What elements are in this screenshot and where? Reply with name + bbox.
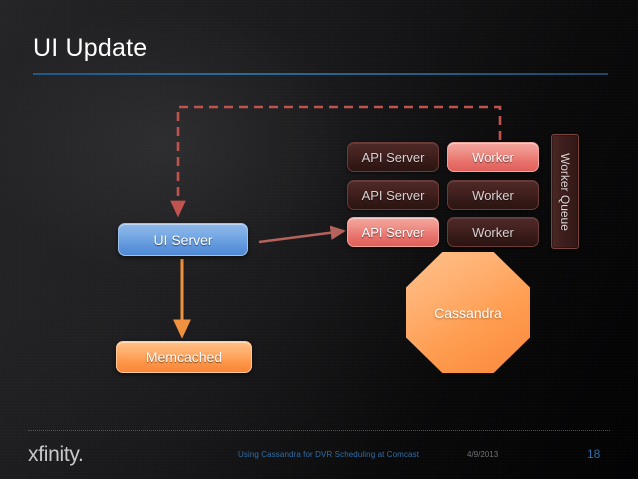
api-server-box-2[interactable]: API Server (347, 180, 439, 210)
slide-date: 4/9/2013 (467, 450, 499, 459)
edge-ui-server-to-api-server (258, 225, 346, 244)
memcached-label: Memcached (145, 349, 223, 365)
worker-box-1[interactable]: Worker (447, 142, 539, 172)
xfinity-logo-dot: . (78, 443, 84, 466)
worker-label: Worker (472, 149, 514, 165)
page-number: 18 (587, 447, 601, 461)
worker-queue-box[interactable]: Worker Queue (551, 134, 579, 249)
xfinity-logo-text: xfinity (28, 443, 79, 466)
worker-label: Worker (472, 224, 514, 240)
worker-box-2[interactable]: Worker (447, 180, 539, 210)
deck-title: Using Cassandra for DVR Scheduling at Co… (238, 450, 420, 459)
xfinity-logo: xfinity. (28, 443, 84, 467)
api-server-label: API Server (361, 224, 425, 240)
cassandra-label: Cassandra (434, 304, 502, 321)
ui-server-label: UI Server (153, 231, 213, 248)
api-server-box-1[interactable]: API Server (347, 142, 439, 172)
api-server-label: API Server (361, 187, 425, 203)
page-title: UI Update (33, 34, 148, 62)
worker-queue-label: Worker Queue (558, 152, 572, 231)
worker-box-3[interactable]: Worker (447, 217, 539, 247)
api-server-box-3[interactable]: API Server (347, 217, 439, 247)
ui-server-box[interactable]: UI Server (118, 223, 248, 256)
cassandra-node[interactable]: Cassandra (406, 252, 530, 373)
api-server-label: API Server (361, 149, 425, 165)
footer-divider (28, 430, 610, 432)
worker-label: Worker (472, 187, 514, 203)
title-underline (33, 73, 608, 75)
memcached-box[interactable]: Memcached (116, 341, 252, 373)
